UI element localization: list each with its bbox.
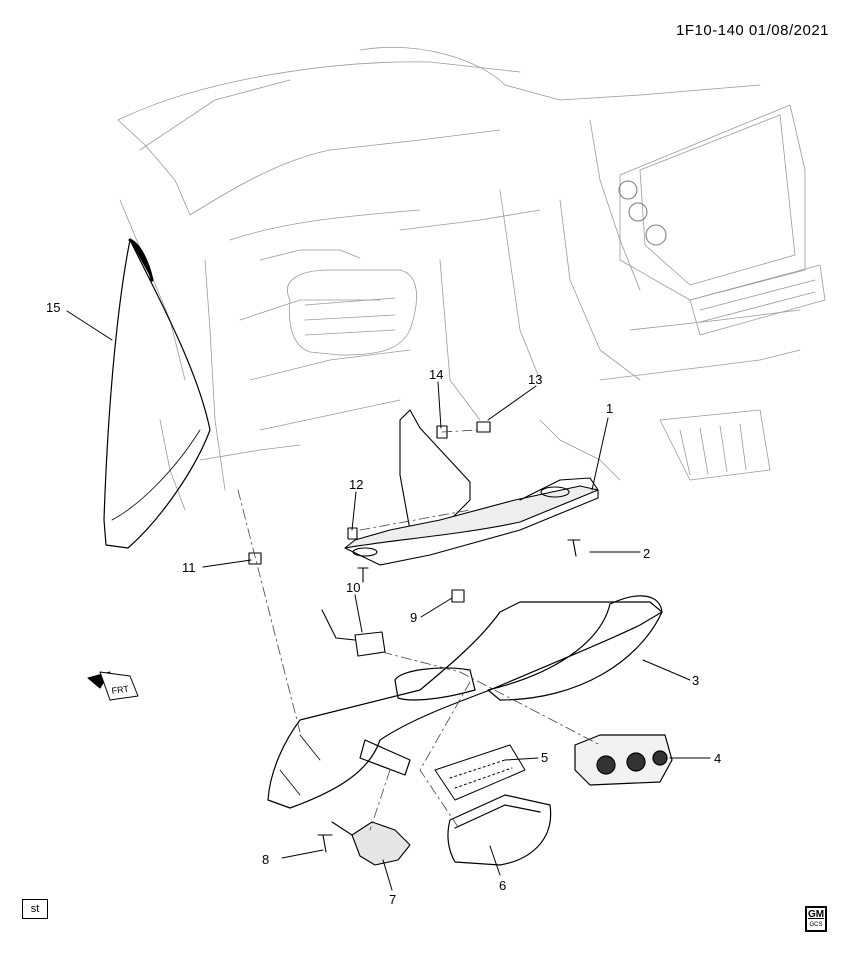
callout-8: 8 [262, 852, 269, 867]
callout-7: 7 [389, 892, 396, 907]
fastener-parts [248, 421, 581, 853]
callout-2: 2 [643, 546, 650, 561]
connector-10 [354, 631, 386, 657]
bolt-2 [567, 539, 581, 557]
screw-8 [317, 834, 333, 853]
front-direction-label: FRT [111, 684, 130, 696]
lower-trim-panel [267, 595, 663, 809]
switch-assembly [574, 734, 673, 786]
side-trim-panel [103, 238, 211, 549]
latch-assembly [331, 821, 411, 866]
st-badge: st [22, 899, 48, 919]
reinforcement-bracket [344, 409, 599, 566]
gm-logo: GM GCS [805, 906, 827, 932]
callout-4: 4 [714, 751, 721, 766]
radio-knob-icon [618, 180, 667, 246]
callout-11: 11 [182, 560, 196, 575]
clip-11 [248, 552, 262, 565]
label-plate [434, 744, 526, 801]
callout-3: 3 [692, 673, 699, 688]
callout-1: 1 [606, 401, 613, 416]
clip-13 [476, 421, 491, 433]
callout-15: 15 [46, 300, 60, 315]
leader-lines [66, 310, 711, 891]
callout-13: 13 [528, 372, 542, 387]
diagram-code: 1F10-140 01/08/2021 [676, 22, 829, 39]
callout-14: 14 [429, 367, 443, 382]
instrument-panel-background [117, 47, 826, 511]
storage-door [447, 794, 552, 866]
callout-9: 9 [410, 610, 417, 625]
callout-5: 5 [541, 750, 548, 765]
clip-9 [451, 589, 465, 603]
callout-6: 6 [499, 878, 506, 893]
front-direction-icon [87, 671, 139, 701]
callout-12: 12 [349, 477, 363, 492]
callout-10: 10 [346, 580, 360, 595]
reference-lines [237, 429, 601, 831]
